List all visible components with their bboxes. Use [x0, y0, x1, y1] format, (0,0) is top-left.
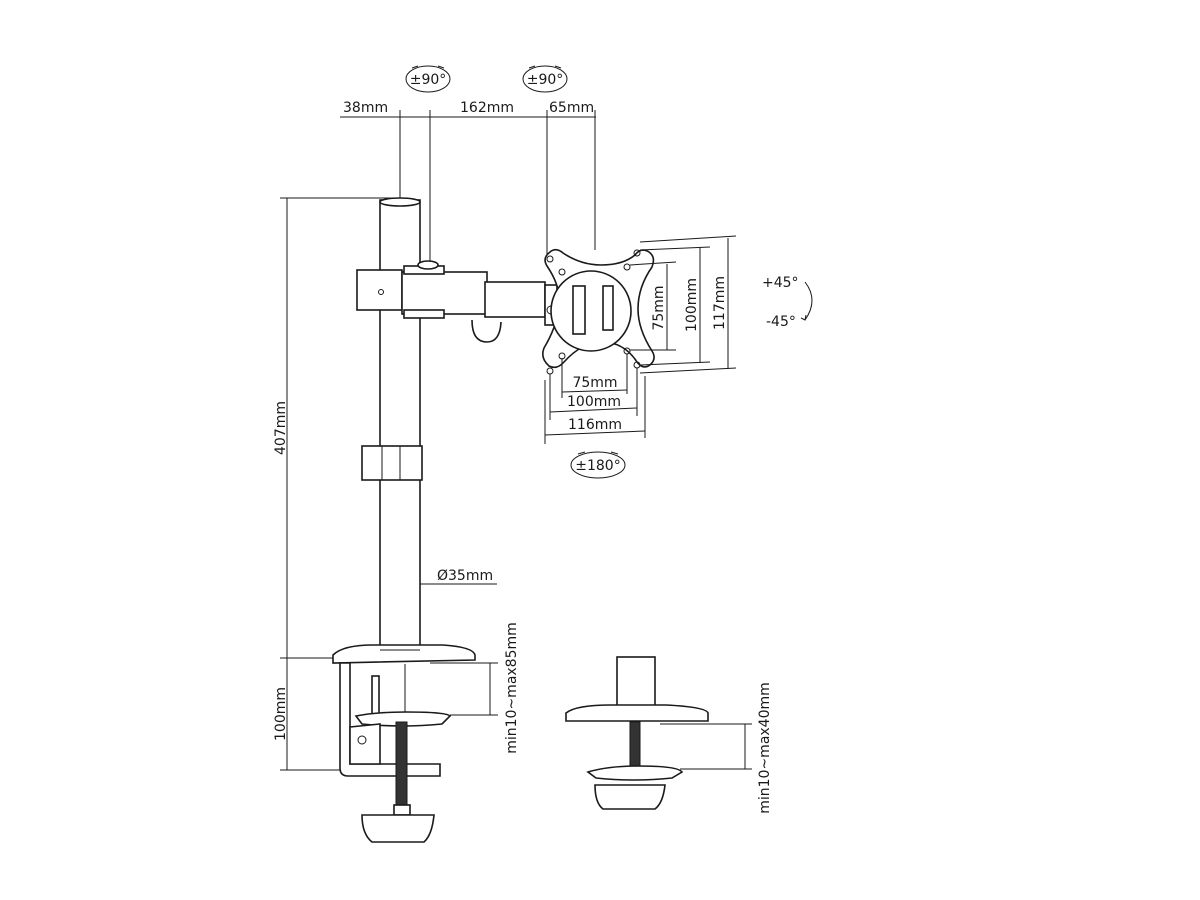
svg-text:75mm: 75mm — [572, 375, 617, 391]
svg-text:100mm: 100mm — [273, 687, 289, 741]
svg-text:117mm: 117mm — [712, 276, 728, 330]
head-length-label: 65mm — [549, 100, 594, 116]
pole-offset-label: 38mm — [343, 100, 388, 116]
svg-text:-45°: -45° — [766, 314, 796, 330]
svg-text:min10~max40mm: min10~max40mm — [757, 682, 773, 814]
svg-text:100mm: 100mm — [567, 394, 621, 410]
pole-height-dimension: 407mm 100mm — [273, 197, 400, 771]
rotation-badge-joint-2: ±90° — [522, 65, 568, 93]
svg-text:+45°: +45° — [762, 275, 799, 291]
svg-text:±90°: ±90° — [527, 72, 564, 88]
rotation-badge-vesa: ±180° — [570, 451, 626, 479]
rotation-badge-joint-1: ±90° — [405, 65, 451, 93]
vesa-vertical-dimensions: 75mm 100mm 117mm — [629, 235, 737, 374]
vesa-plate — [542, 248, 655, 375]
svg-text:75mm: 75mm — [651, 285, 667, 330]
desk-clamp — [332, 644, 476, 843]
tilt-indicator: +45° -45° — [762, 275, 813, 330]
svg-text:min10~max85mm: min10~max85mm — [504, 622, 520, 754]
svg-text:407mm: 407mm — [273, 401, 289, 455]
svg-text:±180°: ±180° — [575, 458, 620, 474]
vesa-horizontal-dimensions: 75mm 100mm 116mm — [544, 354, 646, 444]
grommet-mount — [565, 656, 709, 810]
arm — [356, 260, 558, 343]
top-dimension: 38mm 162mm 65mm — [340, 100, 596, 265]
clamp-range-dimension: min10~max85mm — [430, 622, 520, 754]
svg-text:116mm: 116mm — [568, 417, 622, 433]
svg-text:±90°: ±90° — [410, 72, 447, 88]
arm-length-label: 162mm — [460, 100, 514, 116]
grommet-range-dimension: min10~max40mm — [660, 682, 773, 814]
svg-text:100mm: 100mm — [684, 278, 700, 332]
svg-text:Ø35mm: Ø35mm — [437, 568, 493, 584]
pole-diameter-dimension: Ø35mm — [420, 568, 497, 585]
